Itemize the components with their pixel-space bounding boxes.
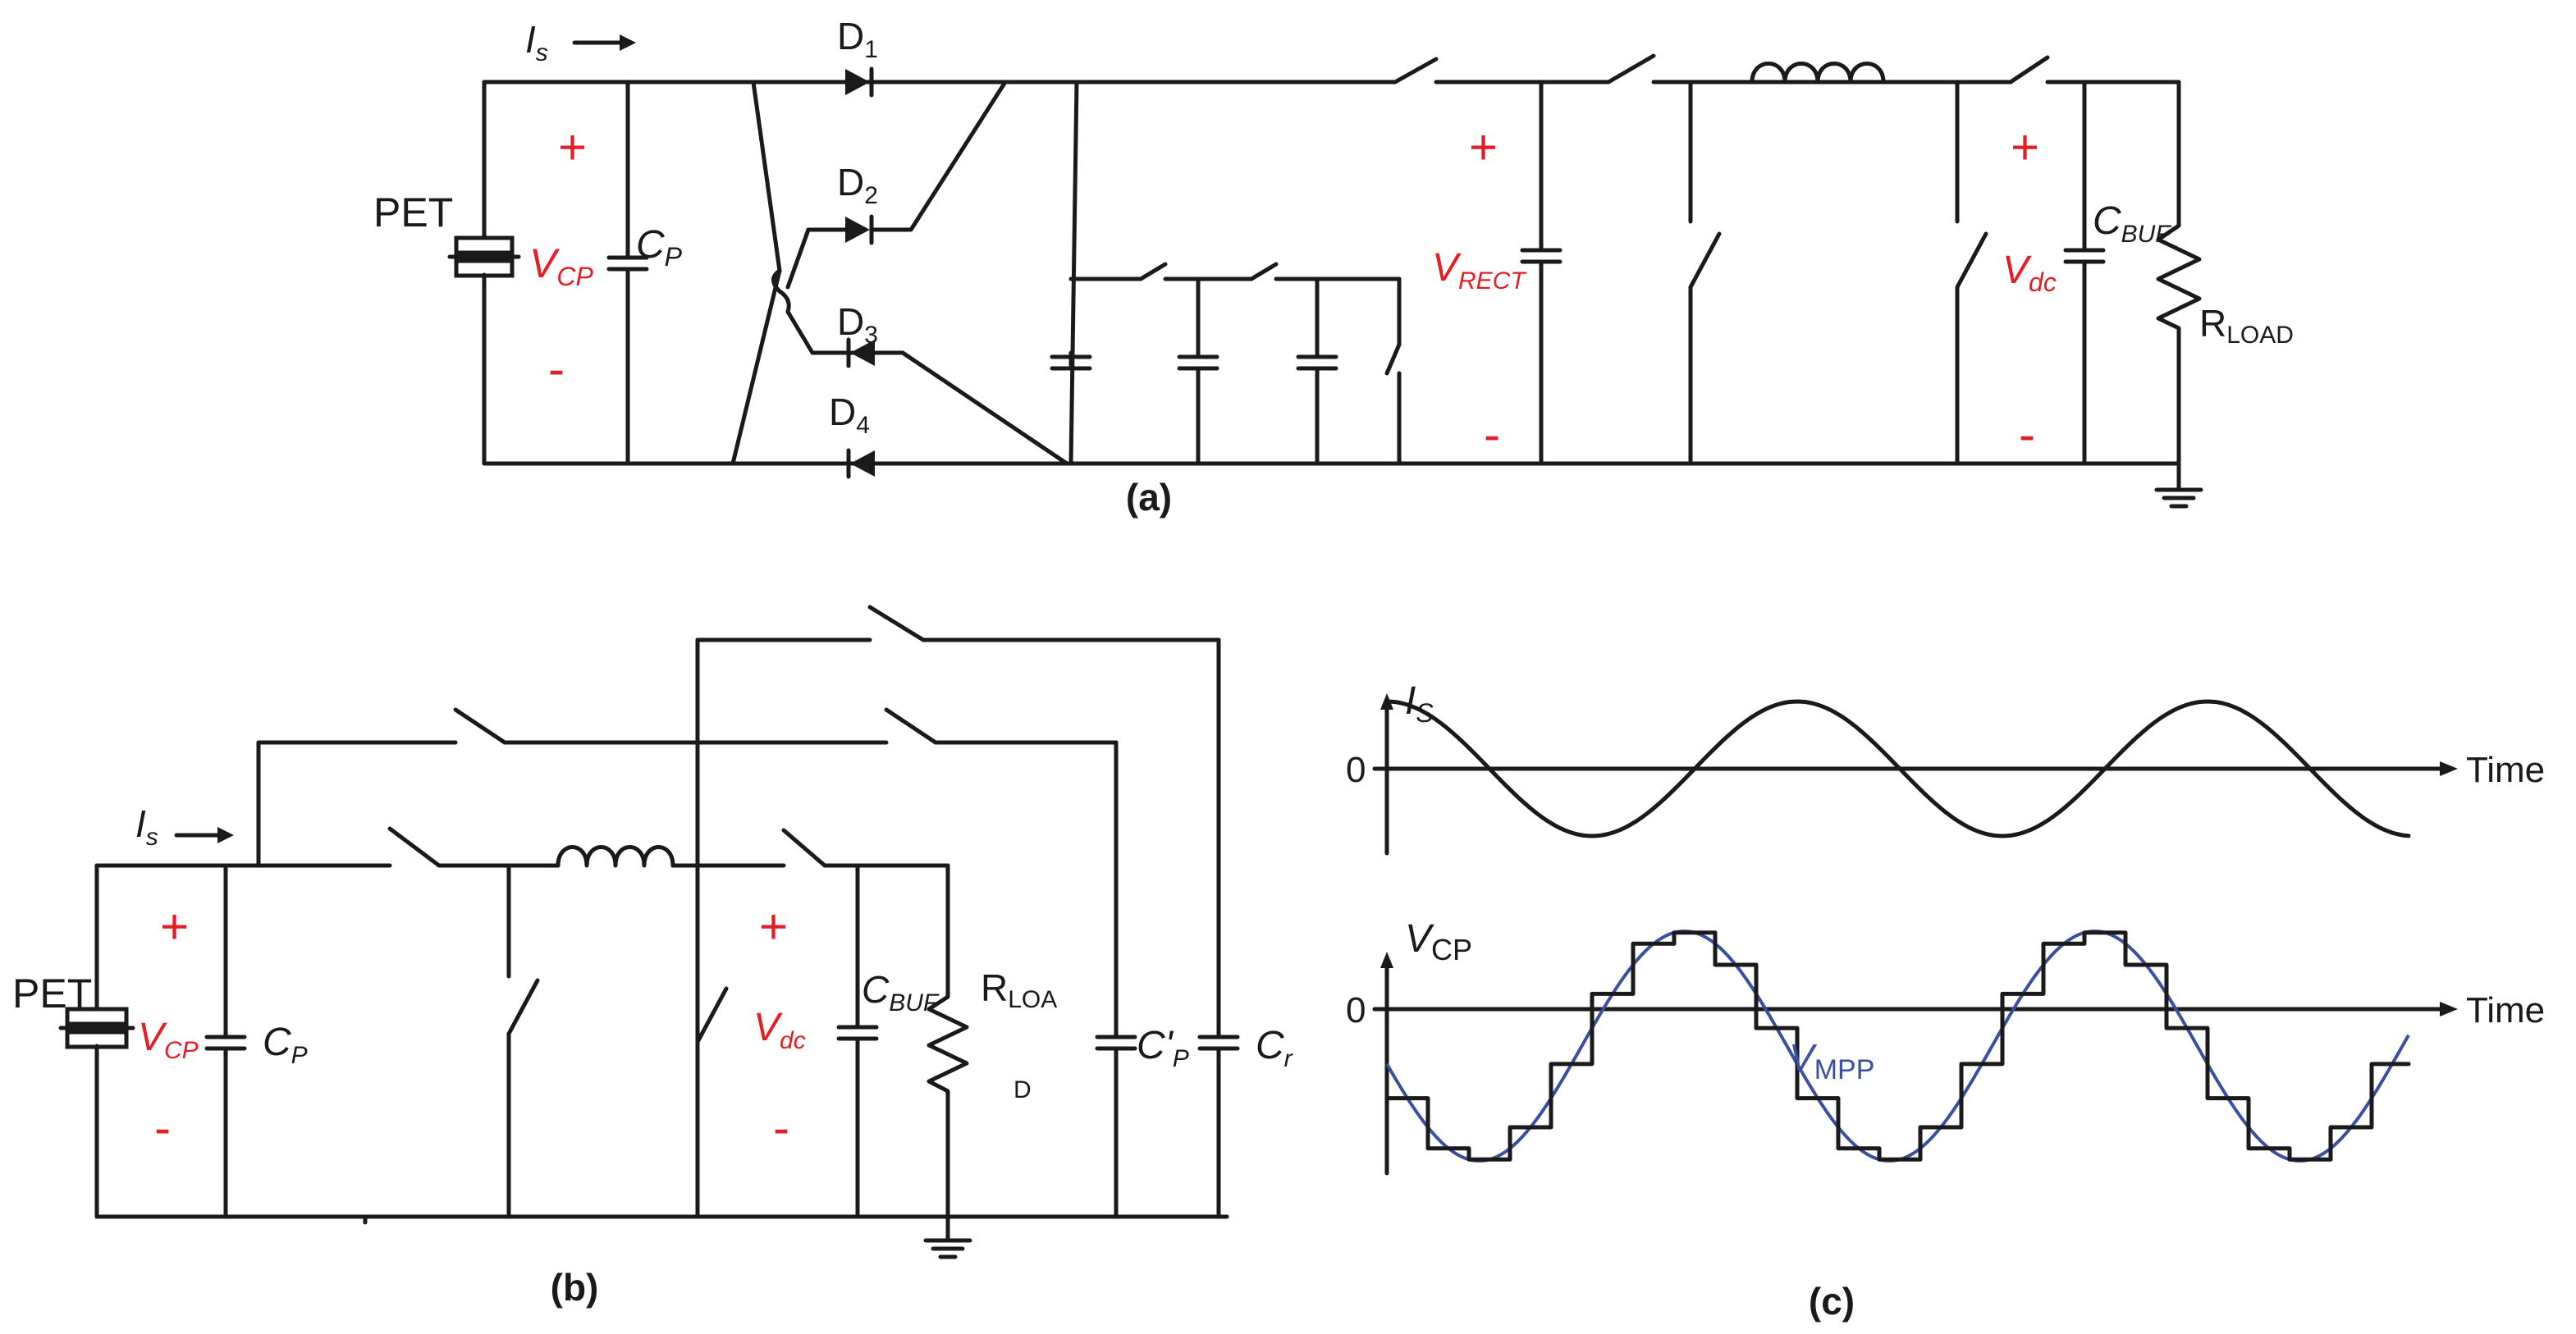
d1-label: D1 — [837, 15, 878, 63]
top-zero-c: 0 — [1346, 750, 1366, 790]
capacitor-bank-a — [1050, 80, 1402, 466]
pet-source-b — [58, 1007, 135, 1049]
cp-label-a: CP — [636, 223, 683, 272]
switch-s3-a — [1688, 80, 1722, 466]
switch-top-1-b — [453, 707, 507, 745]
capacitor-cbuf-b — [836, 863, 879, 1219]
diode-d3-a — [846, 337, 1069, 466]
vdc-label-b: Vdc — [753, 1006, 806, 1054]
vcp-label-b: VCP — [138, 1016, 199, 1064]
plus-vcp-b: + — [160, 899, 189, 954]
cr-label-b: Cr — [1256, 1024, 1293, 1072]
ground-icon-a — [2154, 461, 2203, 509]
minus-vdc-a: - — [2019, 407, 2035, 462]
diode-d4-a — [846, 448, 875, 479]
bot-zero-c: 0 — [1346, 990, 1366, 1030]
plus-vcp-a: + — [558, 120, 587, 175]
switch-top-3-b — [884, 707, 938, 745]
caption-b: (b) — [551, 1266, 599, 1309]
switch-top-2-b — [867, 605, 926, 642]
resistor-rload-a — [2156, 80, 2202, 466]
panel-b-circuit: Is PET VCP + - CP — [12, 605, 1293, 1309]
rload-label-b-2: D — [1013, 1076, 1032, 1103]
capacitor-cp-a — [606, 80, 649, 466]
switch-s5-a — [2008, 55, 2050, 85]
minus-vrect-a: - — [1484, 407, 1500, 462]
pet-source-a — [447, 80, 521, 466]
plus-vdc-b: + — [759, 899, 788, 954]
caption-a: (a) — [1126, 476, 1172, 519]
is-label-a: Is — [525, 18, 548, 66]
vrect-label-a: VRECT — [1432, 246, 1527, 295]
top-axes-c — [1372, 693, 2458, 856]
current-arrow-a — [572, 34, 636, 51]
switch-s2-a — [1606, 53, 1656, 85]
ground-icon-b — [923, 1238, 972, 1259]
switch-in-b — [387, 826, 442, 868]
inductor-b — [556, 845, 675, 868]
d4-label: D4 — [829, 391, 870, 439]
resistor-rload-b — [927, 863, 969, 1241]
pet-label-a: PET — [373, 190, 453, 235]
capacitor-cp-b — [204, 863, 247, 1219]
switch-low-2-b — [695, 863, 729, 1044]
is-label-b: Is — [135, 802, 158, 851]
outer-wires-b — [94, 637, 1229, 1219]
vcp-label-a: VCP — [529, 240, 593, 291]
minus-vdc-b: - — [773, 1100, 789, 1155]
capacitor-cpp-b — [1095, 1035, 1137, 1051]
diode-d1-a — [845, 66, 874, 98]
d2-label: D2 — [837, 161, 878, 209]
capacitor-cr-b — [1197, 1035, 1240, 1051]
caption-c: (c) — [1809, 1280, 1855, 1323]
vcp-staircase — [1384, 930, 2411, 1162]
minus-vcp-b: - — [154, 1100, 171, 1155]
rload-label-b-1: RLOA — [981, 966, 1057, 1013]
cpp-label-b: C'P — [1137, 1024, 1189, 1072]
bottom-axes-c — [1372, 952, 2458, 1176]
capacitor-rect-a — [1520, 80, 1563, 466]
minus-vcp-a: - — [548, 341, 565, 396]
inductor-a — [1750, 62, 1886, 85]
switch-s4-a — [1955, 80, 1988, 466]
bot-xlabel-c: Time — [2466, 990, 2545, 1030]
switch-low-1-b — [506, 863, 540, 1219]
is-waveform — [1384, 699, 2411, 838]
switch-out-b — [781, 828, 827, 868]
cp-label-b: CP — [263, 1021, 308, 1069]
vmpp-label-c: VMPP — [1789, 1036, 1874, 1085]
plus-vdc-a: + — [2011, 120, 2039, 175]
d3-label: D3 — [837, 300, 878, 349]
vdc-label-a: Vdc — [2002, 249, 2057, 297]
capacitor-cbuf-a — [2063, 80, 2106, 466]
bot-ylabel-c: VCP — [1405, 917, 1472, 966]
diode-d2-a — [845, 80, 1008, 245]
pet-label-b: PET — [12, 971, 92, 1016]
switch-s1-a — [1393, 57, 1439, 85]
current-arrow-b — [174, 827, 234, 843]
plus-vrect-a: + — [1469, 120, 1498, 175]
cbuf-label-b: CBUF — [862, 968, 940, 1016]
top-xlabel-c: Time — [2466, 750, 2545, 790]
panel-a-circuit: Is PET VCP + - CP D1 — [373, 15, 2294, 519]
rload-label-a: RLOAD — [2199, 302, 2294, 349]
panel-c-waveforms: IS 0 Time VCP 0 Time VMPP (c) — [1346, 679, 2545, 1323]
